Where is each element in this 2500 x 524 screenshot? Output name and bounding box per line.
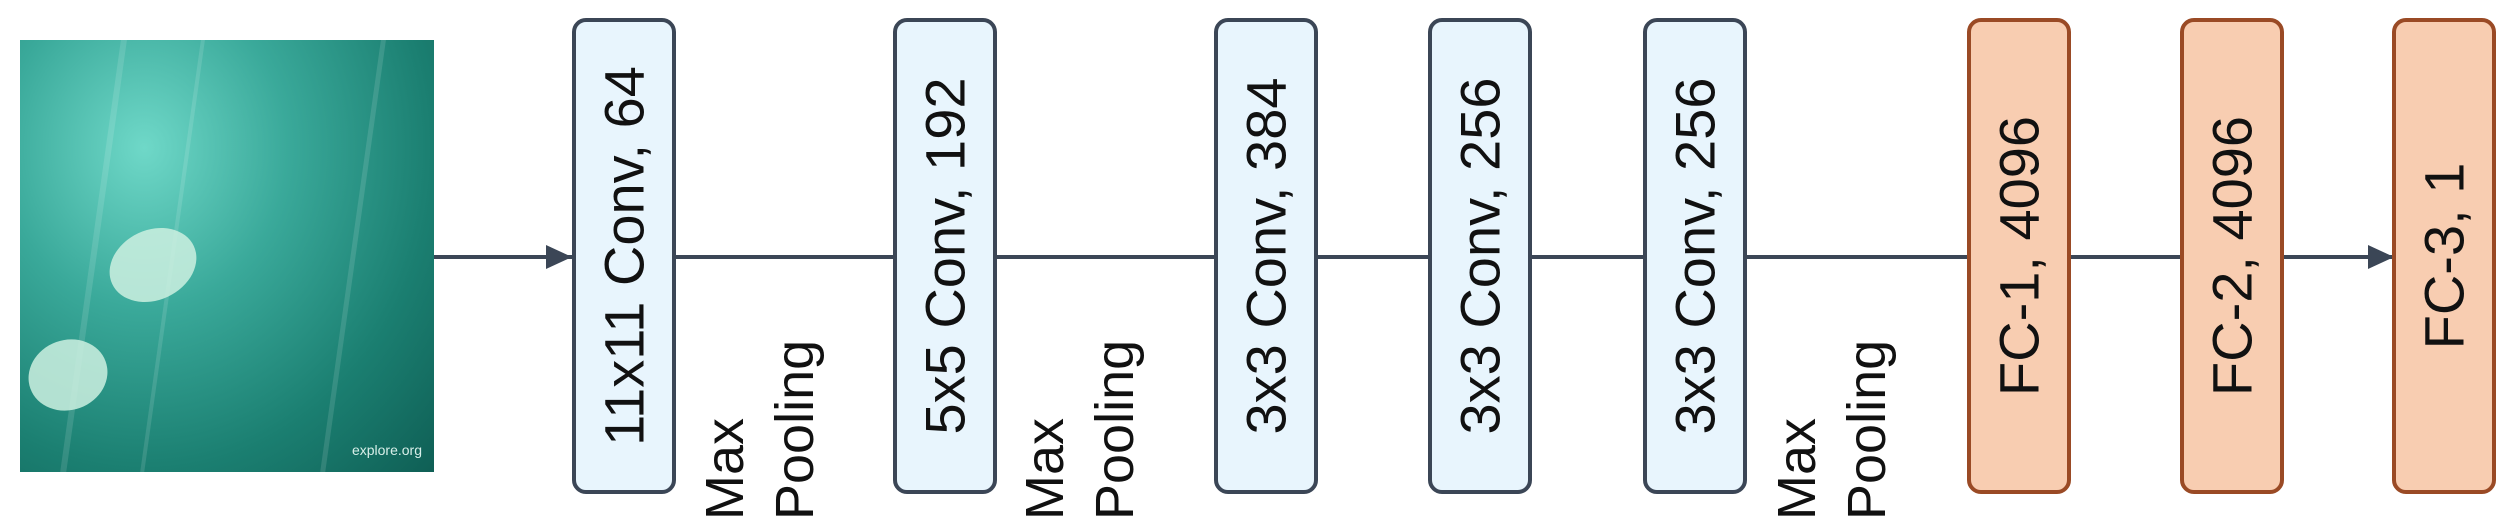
layer-label: FC-3, 1 xyxy=(2412,162,2476,350)
max-pooling-label-3: Max Pooling xyxy=(1762,340,1902,520)
layer-label: FC-2, 4096 xyxy=(2200,115,2264,397)
turtle-shape xyxy=(20,328,118,422)
input-image: explore.org xyxy=(20,40,434,472)
layer-label: 3x3 Conv, 384 xyxy=(1234,77,1298,435)
pooling-line-1: Max xyxy=(1767,417,1827,520)
image-watermark: explore.org xyxy=(351,442,422,458)
max-pooling-label-2: Max Pooling xyxy=(1010,340,1150,520)
arrow-head xyxy=(546,245,572,269)
arrow-head xyxy=(2368,245,2394,269)
fc-layer-3: FC-3, 1 xyxy=(2392,18,2496,494)
layer-label: 3x3 Conv, 256 xyxy=(1663,77,1727,435)
fc-layer-1: FC-1, 4096 xyxy=(1967,18,2071,494)
layer-label: FC-1, 4096 xyxy=(1987,115,2051,397)
turtle-shape xyxy=(97,214,209,316)
max-pooling-label-1: Max Pooling xyxy=(690,340,830,520)
pooling-line-1: Max xyxy=(1015,417,1075,520)
conv-layer-5: 3x3 Conv, 256 xyxy=(1643,18,1747,494)
conv-layer-4: 3x3 Conv, 256 xyxy=(1428,18,1532,494)
layer-label: 3x3 Conv, 256 xyxy=(1448,77,1512,435)
pooling-line-2: Pooling xyxy=(1085,339,1146,520)
pooling-line-1: Max xyxy=(695,417,755,520)
conv-layer-1: 11x11 Conv, 64 xyxy=(572,18,676,494)
fc-layer-2: FC-2, 4096 xyxy=(2180,18,2284,494)
pooling-line-2: Pooling xyxy=(1837,339,1898,520)
layer-label: 11x11 Conv, 64 xyxy=(592,66,656,446)
layer-label: 5x5 Conv, 192 xyxy=(913,77,977,435)
pooling-line-2: Pooling xyxy=(765,339,826,520)
conv-layer-2: 5x5 Conv, 192 xyxy=(893,18,997,494)
conv-layer-3: 3x3 Conv, 384 xyxy=(1214,18,1318,494)
